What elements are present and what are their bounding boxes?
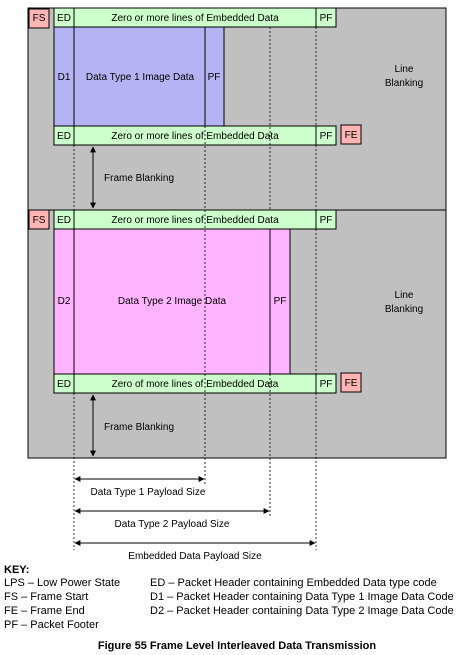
fe-marker-2 xyxy=(340,372,362,393)
key-item-ed: ED – Packet Header containing Embedded D… xyxy=(150,577,437,589)
dt2-size-label: Data Type 2 Payload Size xyxy=(115,519,230,530)
figure-caption: Figure 55 Frame Level Interleaved Data T… xyxy=(97,640,377,652)
embedded-data-label-2: Zero or more lines of Embedded Data xyxy=(111,131,279,142)
embedded-data-label-1: Zero or more lines of Embedded Data xyxy=(111,13,279,24)
key-item-d1: D1 – Packet Header containing Data Type … xyxy=(150,591,454,603)
pf-label-2: PF xyxy=(320,131,333,142)
ed-label-1: ED xyxy=(57,13,71,24)
fs-label-1: FS xyxy=(33,13,46,24)
key-item-pf: PF – Packet Footer xyxy=(4,619,99,631)
fs-marker-2 xyxy=(28,209,50,230)
pf-label-3: PF xyxy=(320,215,333,226)
key-title: KEY: xyxy=(4,564,30,576)
fe-marker-1 xyxy=(340,124,362,145)
frame-blanking-label-1: Frame Blanking xyxy=(104,173,174,184)
pf-label-image1: PF xyxy=(208,72,221,83)
pf-label-1: PF xyxy=(320,13,333,24)
fe-label-1: FE xyxy=(345,130,358,141)
key-item-fe: FE – Frame End xyxy=(4,605,85,617)
embedded-data-label-3: Zero or more lines of Embedded Data xyxy=(111,215,279,226)
embedded-data-label-4: Zero of more lines of Embedded Data xyxy=(112,379,279,390)
fs-marker-1 xyxy=(28,8,50,29)
embedded-row-2 xyxy=(53,125,337,146)
embedded-row-3 xyxy=(53,209,337,230)
ed-label-4: ED xyxy=(57,379,71,390)
embedded-row-4 xyxy=(53,373,337,394)
key-item-lps: LPS – Low Power State xyxy=(4,577,121,589)
embedded-size-label: Embedded Data Payload Size xyxy=(128,551,262,562)
frame-blanking-label-2: Frame Blanking xyxy=(104,422,174,433)
ed-label-2: ED xyxy=(57,131,71,142)
key-item-fs: FS – Frame Start xyxy=(4,591,89,603)
frame2-image-region xyxy=(53,228,291,375)
line-blanking-label-2a: Line xyxy=(395,290,414,301)
line-blanking-label-2b: Blanking xyxy=(385,304,423,315)
dt1-size-label: Data Type 1 Payload Size xyxy=(91,487,206,498)
dashed-guides xyxy=(73,27,317,550)
line-blanking-label-1b: Blanking xyxy=(385,78,423,89)
fs-label-2: FS xyxy=(33,215,46,226)
image1-label: Data Type 1 Image Data xyxy=(86,72,195,83)
fe-label-2: FE xyxy=(345,378,358,389)
d2-label: D2 xyxy=(58,296,71,307)
embedded-row-1 xyxy=(53,7,337,28)
key-left-list: LPS – Low Power State FS – Frame Start F… xyxy=(4,576,120,632)
line-blanking-label-1a: Line xyxy=(395,64,414,75)
key-right-list: ED – Packet Header containing Embedded D… xyxy=(150,576,454,618)
ed-label-3: ED xyxy=(57,215,71,226)
pf-label-image2: PF xyxy=(274,296,287,307)
image2-label: Data Type 2 Image Data xyxy=(118,296,227,307)
d1-label: D1 xyxy=(58,72,71,83)
key-item-d2: D2 – Packet Header containing Data Type … xyxy=(150,605,454,617)
pf-label-4: PF xyxy=(320,379,333,390)
